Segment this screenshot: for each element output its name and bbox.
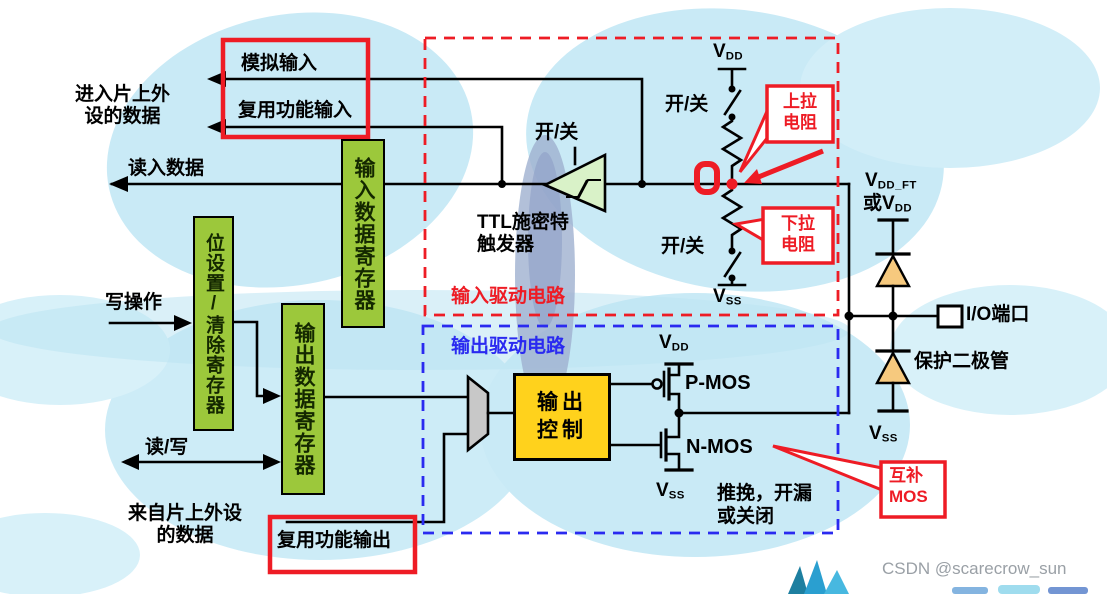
- schmitt-trigger-symbol: [541, 146, 607, 213]
- input-driver-dashed-box: [423, 36, 840, 317]
- red-o-mark: [694, 161, 720, 195]
- write-arrowhead: [174, 315, 192, 331]
- alt-func-input-label: 复用功能输入: [238, 100, 353, 121]
- comp-mos-callout-box: [879, 460, 947, 519]
- alt-func-output-label: 复用功能输出: [277, 530, 392, 551]
- io-port-label: I/O端口: [966, 304, 1030, 325]
- read-write-left-arrowhead: [121, 454, 139, 470]
- output-driver-dashed-box: [421, 324, 840, 535]
- bit-set-clear-register: 位设置/清除寄存器: [193, 216, 234, 431]
- alt-func-output-highlight-box: [267, 514, 418, 575]
- read-data-label: 读入数据: [128, 158, 205, 179]
- pull-up-arrow: [755, 148, 824, 181]
- bitset-to-output-arrowhead: [263, 388, 281, 404]
- pull-down-resistor-symbol: [720, 184, 744, 251]
- nmos-symbol: [602, 411, 694, 472]
- vdd-ft-label: VDD_FT: [865, 170, 917, 192]
- analog-input-label: 模拟输入: [241, 53, 318, 74]
- pull-up-switch: [717, 67, 747, 121]
- pmos-symbol: [602, 362, 694, 415]
- nmos-label: N-MOS: [686, 436, 753, 458]
- input-highlight-box: [220, 37, 371, 140]
- protection-diode-label: 保护二极管: [914, 351, 1010, 372]
- pull-up-resistor-symbol: [720, 116, 744, 184]
- output-driver-label: 输出驱动电路: [451, 336, 566, 357]
- vss-nmos-label: VSS: [656, 480, 685, 502]
- pull-up-callout-label: 上拉 电阻: [783, 92, 817, 132]
- input-driver-label: 输入驱动电路: [451, 286, 566, 307]
- csdn-logo-shapes: [788, 560, 1088, 594]
- on-off-pullup-label: 开/关: [665, 94, 709, 115]
- ttl-schmitt-label: TTL施密特 触发器: [477, 212, 569, 256]
- pull-down-switch: [717, 247, 747, 287]
- output-data-register: 输出数据寄存器: [281, 303, 325, 495]
- read-data-arrowhead: [109, 176, 128, 192]
- pull-up-callout-box: [765, 84, 835, 144]
- output-control-block: 输出 控制: [513, 373, 611, 461]
- red-annotations: [220, 37, 947, 575]
- data-to-peripheral-label: 进入片上外 设的数据: [74, 84, 170, 128]
- pull-down-callout-box: [761, 206, 835, 265]
- protection-diode-top: [875, 218, 911, 318]
- mux-symbol: [466, 374, 515, 453]
- protection-diode-bottom: [875, 314, 911, 413]
- pull-down-callout-label: 下拉 电阻: [781, 214, 815, 254]
- or-vdd-label: 或VDD: [863, 193, 913, 215]
- comp-mos-callout-label: 互补 MOS: [889, 466, 928, 506]
- input-data-register: 输入数据寄存器: [341, 139, 385, 328]
- on-off-trigger-label: 开/关: [535, 122, 579, 143]
- vdd-pullup-label: VDD: [713, 41, 744, 63]
- data-from-peripheral-label: 来自片上外设 的数据: [127, 503, 242, 547]
- push-pull-label: 推挽，开漏 或关闭: [717, 483, 813, 527]
- vdd-pmos-label: VDD: [659, 332, 690, 354]
- read-write-label: 读/写: [145, 437, 189, 458]
- red-junction-dot: [726, 178, 738, 190]
- vss-diode-label: VSS: [869, 423, 898, 445]
- write-op-label: 写操作: [105, 292, 163, 313]
- csdn-watermark: CSDN @scarecrow_sun: [882, 559, 1067, 578]
- io-pad-square: [936, 304, 964, 329]
- read-write-right-arrowhead: [263, 454, 281, 470]
- vss-pulldown-label: VSS: [713, 286, 742, 308]
- pmos-label: P-MOS: [685, 372, 751, 394]
- on-off-pulldown-label: 开/关: [661, 236, 705, 257]
